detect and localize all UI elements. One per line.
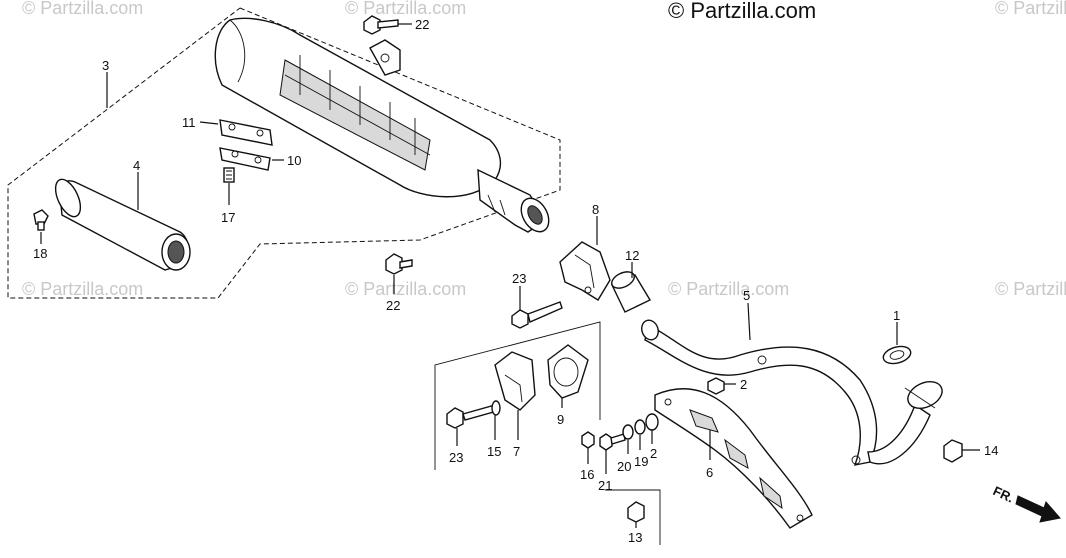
- watermark-top-far-right: © Partzilla.com: [995, 0, 1066, 18]
- watermark-top-left: © Partzilla.com: [22, 0, 143, 18]
- callout-14: 14: [984, 443, 998, 458]
- callout-4: 4: [133, 158, 140, 173]
- bolt-16: [581, 431, 595, 449]
- sleeve-12: [611, 271, 651, 313]
- muffler: [214, 17, 550, 233]
- bolt-13: [627, 501, 645, 523]
- gasket-1: [882, 345, 912, 365]
- callout-8: 8: [592, 202, 599, 217]
- watermark-top-center: © Partzilla.com: [345, 0, 466, 18]
- washer-19: [634, 419, 646, 435]
- clamp-group-outline: [434, 321, 601, 470]
- spark-arrester-tube: [54, 178, 191, 271]
- watermark-top-right: © Partzilla.com: [668, 0, 816, 23]
- callout-22-mid: 22: [386, 298, 400, 313]
- clamp-7: [494, 351, 536, 411]
- callout-2-upper: 2: [740, 377, 747, 392]
- callout-10: 10: [287, 153, 301, 168]
- bolt-18: [33, 209, 49, 231]
- nut-2: [707, 377, 725, 395]
- heat-guard-6: [654, 388, 813, 529]
- callout-5: 5: [743, 288, 750, 303]
- gaskets-10-11: [219, 119, 273, 171]
- nut-14: [943, 439, 963, 463]
- leader-lines: [40, 23, 980, 528]
- bolt-22-mid: [385, 253, 413, 275]
- front-label: FR.: [991, 483, 1016, 505]
- watermark-left: © Partzilla.com: [22, 279, 143, 299]
- callout-22-top: 22: [415, 17, 429, 32]
- callout-13: 13: [628, 530, 642, 545]
- nut-2b: [645, 413, 659, 431]
- callout-15: 15: [487, 444, 501, 459]
- bolt-23-lower: [446, 400, 501, 429]
- callout-3: 3: [102, 58, 109, 73]
- callout-18: 18: [33, 246, 47, 261]
- callout-16: 16: [580, 467, 594, 482]
- clamp-8: [559, 241, 611, 301]
- bolt-22-top: [363, 15, 399, 35]
- callout-6: 6: [706, 465, 713, 480]
- callout-7: 7: [513, 444, 520, 459]
- front-arrow-icon: [1015, 495, 1061, 523]
- watermark-center: © Partzilla.com: [345, 279, 466, 299]
- front-direction-indicator: FR.: [991, 483, 1061, 523]
- watermark-far-right: © Partzilla.com: [995, 279, 1066, 299]
- callout-12: 12: [625, 248, 639, 263]
- clamp-9: [547, 344, 589, 399]
- bolt-17: [223, 167, 235, 183]
- exhaust-pipe: [641, 319, 943, 466]
- bolt-21: [599, 433, 626, 451]
- callout-11: 11: [182, 115, 196, 130]
- bolt-23-upper: [511, 301, 563, 329]
- muffler-group-outline: [7, 7, 561, 299]
- callout-1: 1: [893, 308, 900, 323]
- callout-23-upper: 23: [512, 271, 526, 286]
- callout-9: 9: [557, 412, 564, 427]
- washer-20: [622, 424, 634, 440]
- bracket-outline-13: [605, 489, 661, 545]
- callout-23-lower: 23: [449, 450, 463, 465]
- watermark-right: © Partzilla.com: [668, 279, 789, 299]
- callout-2-lower: 2: [650, 446, 657, 461]
- callout-21: 21: [598, 478, 612, 493]
- callout-17: 17: [221, 210, 235, 225]
- callout-20: 20: [617, 459, 631, 474]
- callout-19: 19: [634, 454, 648, 469]
